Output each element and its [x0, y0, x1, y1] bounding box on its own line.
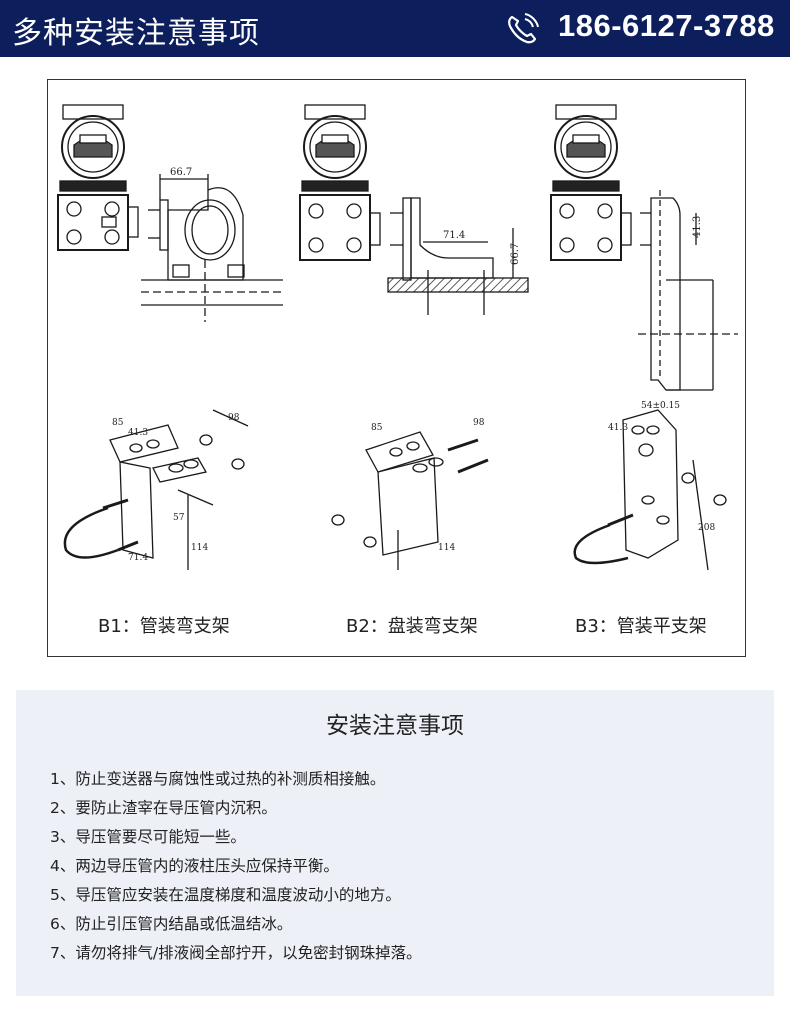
caption-b3: B3：管装平支架 — [575, 616, 707, 637]
phone-number: 186-6127-3788 — [558, 8, 775, 43]
bracket-b1-top: 66.7 — [141, 167, 283, 322]
note-item-1: 1、防止变送器与腐蚀性或过热的补测质相接触。 — [50, 770, 386, 788]
caption-b2: B2：盘装弯支架 — [346, 616, 478, 637]
installation-notes-panel: 安装注意事项 1、防止变送器与腐蚀性或过热的补测质相接触。 2、要防止渣宰在导压… — [16, 690, 774, 996]
dim-b1-6: 71.4 — [128, 553, 148, 563]
note-item-6: 6、防止引压管内结晶或低温结冰。 — [50, 915, 293, 933]
dim-b2-top-v: 66.7 — [510, 243, 521, 265]
phone-icon — [508, 13, 539, 44]
note-item-3: 3、导压管要尽可能短一些。 — [50, 828, 246, 846]
dim-b2-3: 114 — [438, 543, 455, 553]
dim-b3-2: 54±0.15 — [641, 401, 680, 411]
installation-diagram: 66.7 71.4 66.7 — [47, 79, 746, 657]
dim-b1-4: 57 — [173, 513, 185, 523]
notes-title: 安装注意事项 — [326, 713, 464, 739]
dim-b2-top-h: 71.4 — [443, 230, 465, 241]
dim-b2-2: 98 — [473, 418, 485, 428]
bracket-b2-iso: 85 98 114 — [331, 418, 489, 570]
transmitter-1 — [57, 104, 139, 251]
transmitter-2 — [299, 104, 381, 261]
dim-b2-1: 85 — [371, 423, 383, 433]
dim-b1-2: 41.3 — [128, 428, 148, 438]
note-item-5: 5、导压管应安装在温度梯度和温度波动小的地方。 — [50, 886, 401, 904]
dim-b1-1: 85 — [112, 418, 124, 428]
dim-b1-top: 66.7 — [170, 167, 192, 178]
page-title: 多种安装注意事项 — [12, 16, 260, 51]
dim-b3-top: 41.3 — [692, 216, 703, 238]
dim-b3-1: 41.3 — [608, 423, 628, 433]
bracket-b3-iso: 41.3 54±0.15 208 — [573, 401, 727, 571]
caption-b1: B1：管装弯支架 — [98, 616, 230, 637]
notes-list: 1、防止变送器与腐蚀性或过热的补测质相接触。 2、要防止渣宰在导压管内沉积。 3… — [50, 765, 422, 968]
note-item-2: 2、要防止渣宰在导压管内沉积。 — [50, 799, 277, 817]
dim-b1-5: 114 — [191, 543, 208, 553]
bracket-b3-top: 41.3 — [638, 190, 738, 391]
dim-b3-3: 208 — [698, 523, 715, 533]
bracket-drawings: 66.7 71.4 66.7 — [57, 104, 738, 571]
bracket-b2-top: 71.4 66.7 — [387, 197, 529, 315]
note-item-4: 4、两边导压管内的液柱压头应保持平衡。 — [50, 857, 339, 875]
bracket-b1-iso: 85 41.3 98 57 114 71.4 — [63, 409, 249, 570]
header-banner: 多种安装注意事项 186-6127-3788 — [0, 0, 790, 57]
note-item-7: 7、请勿将排气/排液阀全部拧开，以免密封钢珠掉落。 — [50, 944, 422, 962]
transmitter-3 — [550, 104, 632, 261]
dim-b1-3: 98 — [228, 413, 240, 423]
